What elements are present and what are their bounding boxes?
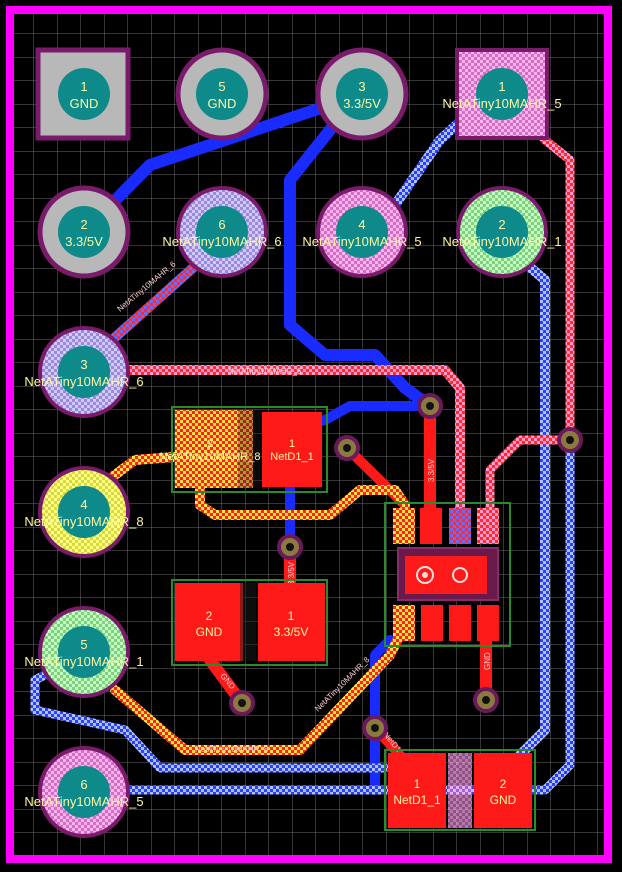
pad-number: 1 [288, 609, 295, 623]
pad-number: 2 [207, 438, 213, 450]
pin-number: 1 [498, 79, 505, 94]
pad-net: GND [196, 625, 223, 639]
trace-label: GND [483, 652, 492, 670]
pin-net: NetATiny10MAHR_6 [162, 234, 281, 249]
pin-number: 5 [80, 637, 87, 652]
ic-pin[interactable] [420, 508, 442, 544]
pad-number: 1 [289, 438, 295, 450]
pin-net: GND [70, 96, 99, 111]
pin-number: 4 [358, 217, 365, 232]
pin1-marker-icon [416, 566, 434, 584]
ic-attiny10[interactable] [393, 508, 499, 641]
pin-net: 3.3/5V [65, 234, 103, 249]
pad-number: 2 [500, 777, 507, 791]
pin-number: 3 [80, 357, 87, 372]
pin-number: 4 [80, 497, 87, 512]
pin-number: 6 [80, 777, 87, 792]
pin-number: 3 [358, 79, 365, 94]
pad-number: 2 [206, 609, 213, 623]
smd-component-d1[interactable] [175, 410, 322, 488]
pin-net: NetATiny10MAHR_5 [24, 794, 143, 809]
pin-number: 1 [80, 79, 87, 94]
smd-pad[interactable] [175, 583, 243, 661]
pin-net: NetATiny10MAHR_6 [24, 374, 143, 389]
vias [229, 393, 583, 741]
pin-number: 2 [80, 217, 87, 232]
smd-pad[interactable] [262, 412, 322, 487]
smd-pad[interactable] [474, 753, 532, 828]
silkscreen [171, 406, 536, 831]
pad-net: NetD1_1 [270, 451, 313, 463]
pad-net: NetD1_1 [393, 793, 441, 807]
pin-net: 3.3/5V [343, 96, 381, 111]
ic-pin[interactable] [393, 508, 415, 544]
pin-net: NetATiny10MAHR_5 [442, 96, 561, 111]
pin-net: NetATiny10MAHR_5 [302, 234, 421, 249]
trace-label: NetATiny10MAHR_6 [228, 367, 302, 376]
pin-net: NetATiny10MAHR_8 [24, 514, 143, 529]
pad-net: NetATiny10MAHR_8 [160, 451, 261, 463]
ic-pin[interactable] [449, 605, 471, 641]
pin-number: 2 [498, 217, 505, 232]
smd-component-c1[interactable] [175, 583, 325, 661]
pin-number: 5 [218, 79, 225, 94]
trace-label: NetATiny10MAHR_8 [195, 745, 269, 754]
ic-pin[interactable] [449, 508, 471, 544]
smd-pad[interactable] [258, 583, 325, 661]
pad-number: 1 [414, 777, 421, 791]
smd-component-r1[interactable] [388, 753, 532, 828]
trace-label: 3.3/5V [427, 458, 436, 482]
pad-net: GND [490, 793, 517, 807]
pin-net: GND [208, 96, 237, 111]
pin-number: 6 [218, 217, 225, 232]
pin-net: NetATiny10MAHR_1 [24, 654, 143, 669]
ic-pin[interactable] [477, 508, 499, 544]
ic-pin[interactable] [393, 605, 415, 641]
pad-net: 3.3/5V [274, 625, 309, 639]
smd-pad[interactable] [388, 753, 446, 828]
board-outline [6, 6, 612, 863]
ic-pin[interactable] [477, 605, 499, 641]
pin-net: NetATiny10MAHR_1 [442, 234, 561, 249]
header-pad-labels: 1 GND 5 GND 3 3.3/5V 1 NetATiny10MAHR_5 … [24, 79, 561, 809]
trace-label: 3.3/5V [287, 561, 296, 585]
ic-pin[interactable] [421, 605, 443, 641]
smd-pad-labels: 2 NetATiny10MAHR_8 1 NetD1_1 2 GND 1 3.3… [160, 438, 517, 807]
smd-pad[interactable] [175, 410, 253, 488]
header-pads[interactable] [35, 47, 549, 838]
